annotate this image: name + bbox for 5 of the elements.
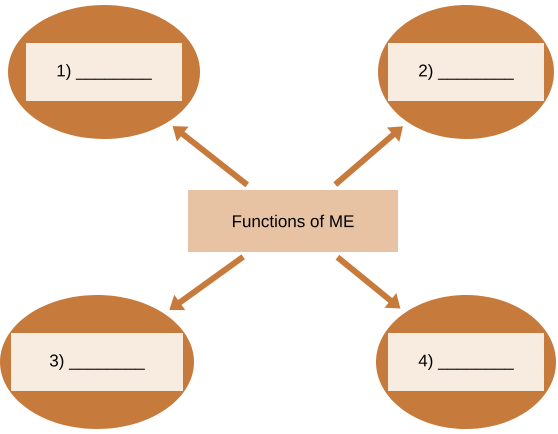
answer-box: 1) ________ (26, 43, 182, 101)
answer-box: 2) ________ (388, 43, 544, 101)
topic-box: Functions of ME (188, 190, 398, 252)
answer-box: 4) ________ (388, 333, 544, 391)
answer-box: 3) ________ (11, 333, 183, 391)
